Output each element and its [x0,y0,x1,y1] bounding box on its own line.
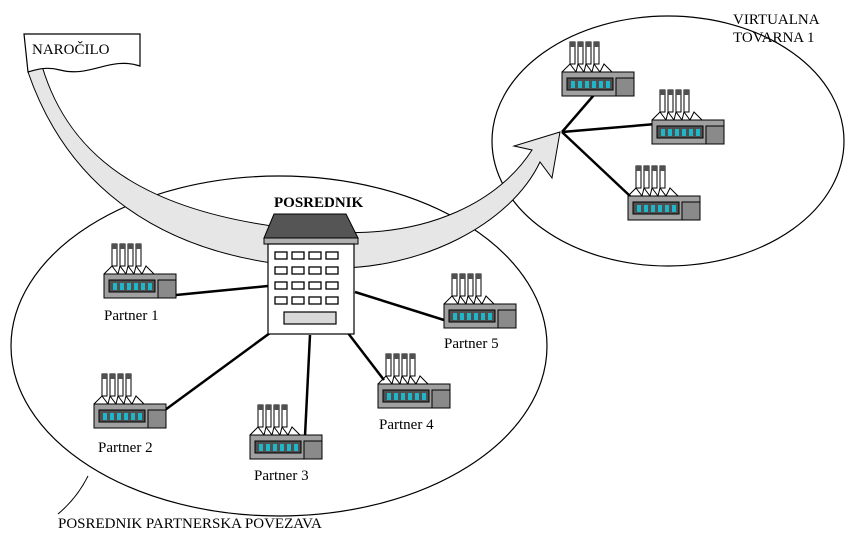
network-label: POSREDNIK PARTNERSKA POVEZAVA [58,516,322,532]
partner-network-ellipse [10,175,548,517]
partner-2-factory-icon [93,373,167,429]
network-label-pointer [57,475,89,515]
vf-link-2 [561,122,657,134]
partner-2-label: Partner 2 [98,440,153,456]
virtual-factory-circle [491,15,845,267]
link-partner-2 [164,320,286,412]
partner-1-factory-icon [103,243,177,299]
order-document [23,33,141,73]
partner-1-label: Partner 1 [104,308,159,324]
virtual-factory-label-line2: TOVARNA 1 [733,30,815,46]
partner-3-factory-icon [249,404,323,460]
vf-factory-icon-2 [651,89,725,145]
link-partner-3 [303,334,312,437]
broker-label: POSREDNIK [274,195,364,211]
partner-5-label: Partner 5 [444,336,499,352]
order-label: NAROČILO [32,41,110,58]
vf-link-3 [561,131,631,197]
link-partner-5 [354,290,445,322]
partner-3-label: Partner 3 [254,468,309,484]
broker-building-icon [263,213,359,335]
vf-factory-icon-3 [627,165,701,221]
vf-factory-icon-1 [561,41,635,97]
link-partner-1 [175,284,269,297]
virtual-factory-label-line1: VIRTUALNA [733,12,820,28]
order-flow-arrow [27,65,561,269]
partner-5-factory-icon [443,273,517,329]
partner-4-label: Partner 4 [379,417,434,433]
partner-4-factory-icon [377,353,451,409]
